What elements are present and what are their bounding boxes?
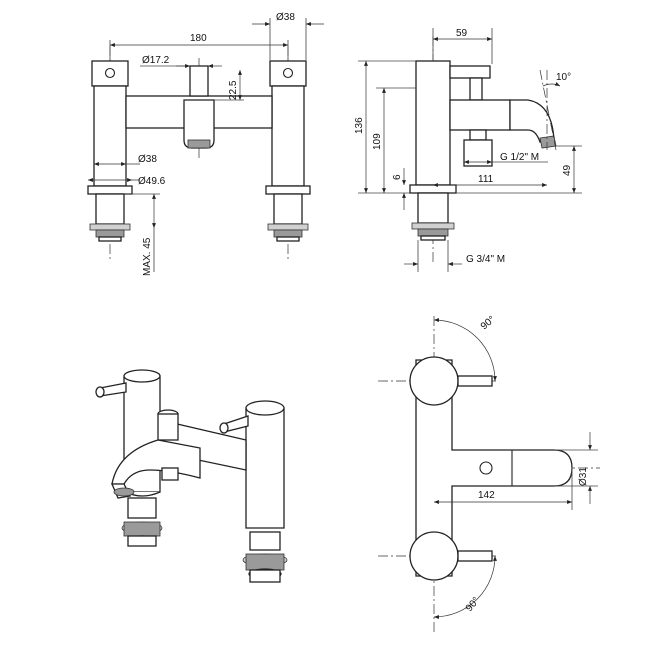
handle-end-icon	[282, 67, 294, 79]
side-view: 59 10° 136 109 6 G 1/2" M 111 49	[354, 28, 582, 272]
front-view: 180 Ø38 Ø17.2 22.5 Ø38 Ø49.6 MAX. 45	[87, 12, 324, 276]
perspective-right-pillar	[219, 400, 288, 583]
dim-spout-diameter: Ø17.2	[142, 55, 170, 66]
spout-body	[125, 65, 273, 149]
dim-spout-height-side: 49	[562, 164, 573, 176]
dim-handle-angle-bottom: 90°	[464, 595, 482, 614]
dim-max-deck: MAX. 45	[142, 237, 153, 276]
side-pillar	[409, 60, 457, 241]
dim-depth: 59	[456, 28, 468, 39]
dim-spout-height: 22.5	[228, 80, 239, 100]
outlet-icon	[479, 461, 493, 475]
perspective-view	[95, 369, 288, 583]
dim-total-height: 136	[354, 117, 365, 134]
plan-handle-bottom	[409, 531, 493, 581]
handle-end-icon	[104, 67, 116, 79]
dim-handle-angle-top: 90°	[479, 314, 498, 332]
dim-tail-thread: G 3/4" M	[466, 254, 505, 265]
dim-spout-projection: 142	[478, 490, 495, 501]
dim-spout-reach: 111	[478, 174, 494, 185]
plan-view: 90° 90° Ø31 142	[378, 314, 600, 634]
dim-base: 6	[392, 174, 403, 180]
perspective-spout-body	[111, 409, 247, 499]
side-handle	[449, 65, 491, 101]
left-pillar	[87, 60, 133, 242]
dim-overall-width: 180	[190, 33, 207, 44]
dim-inlet-thread: G 1/2" M	[500, 152, 539, 163]
side-spout	[449, 99, 557, 167]
dim-flange-diameter: Ø49.6	[138, 176, 166, 187]
dim-pillar-height: 109	[372, 133, 383, 150]
dim-pillar-diameter: Ø38	[138, 154, 157, 165]
plan-handle-top	[409, 356, 493, 406]
dim-spout-diameter-plan: Ø31	[578, 467, 589, 486]
right-pillar	[265, 60, 311, 242]
dim-pillar-diameter-top: Ø38	[276, 12, 295, 23]
dim-angle: 10°	[556, 72, 571, 83]
